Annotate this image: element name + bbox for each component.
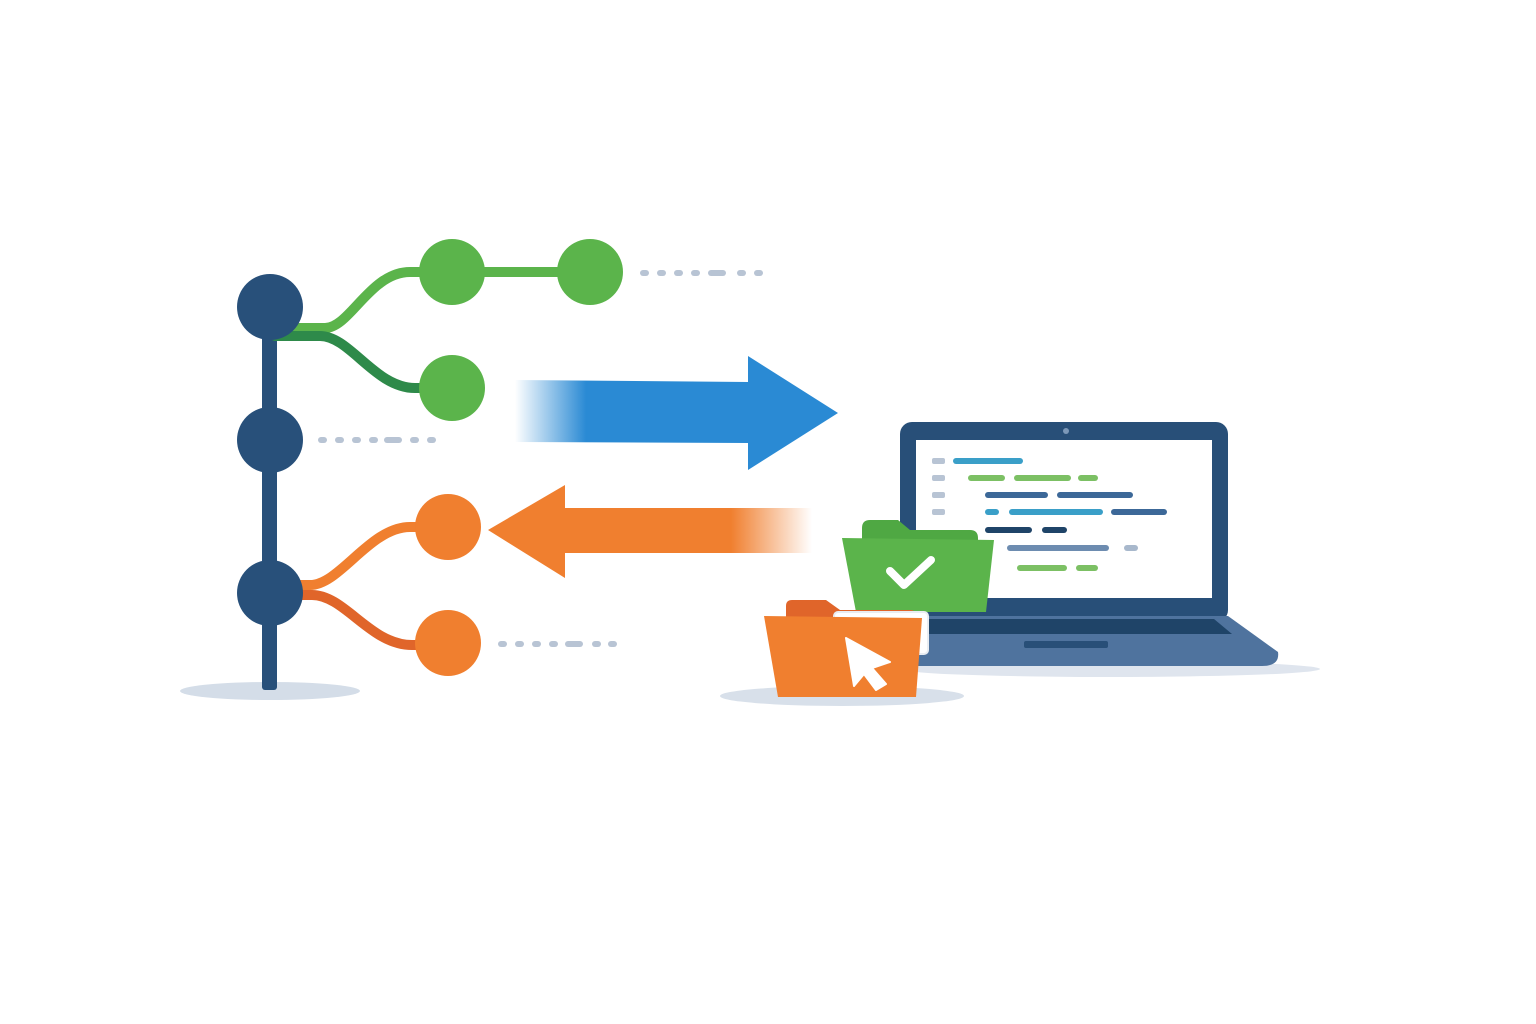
laptop-camera [1063, 428, 1069, 434]
folder-check-icon [842, 520, 994, 612]
check-icon [886, 556, 935, 589]
branch-ground-shadow [180, 682, 360, 700]
orange-commit-node [415, 610, 481, 676]
green-commit-node [419, 239, 485, 305]
mouse-pointer-icon [845, 637, 891, 691]
folder-cursor-icon [764, 600, 929, 697]
code-lines [932, 458, 1167, 571]
laptop-trackpad [1024, 641, 1108, 648]
git-branch-icon [237, 239, 623, 690]
green-commit-node [557, 239, 623, 305]
orange-branch-lower [290, 590, 453, 650]
main-commit-node [237, 407, 303, 473]
orange-branch-upper [290, 522, 453, 590]
orange-commit-node [415, 494, 481, 560]
green-branch-lower [270, 331, 457, 393]
laptop-keyboard-area [894, 619, 1232, 634]
arrow-right-icon [515, 356, 838, 470]
main-commit-node [237, 274, 303, 340]
green-commit-node [419, 355, 485, 421]
continuation-dots [318, 270, 763, 647]
orange-folder-front [764, 616, 922, 697]
main-branch-line [262, 300, 277, 690]
main-commit-node [237, 560, 303, 626]
arrow-left-icon [488, 485, 812, 578]
green-branch-upper [270, 267, 595, 333]
